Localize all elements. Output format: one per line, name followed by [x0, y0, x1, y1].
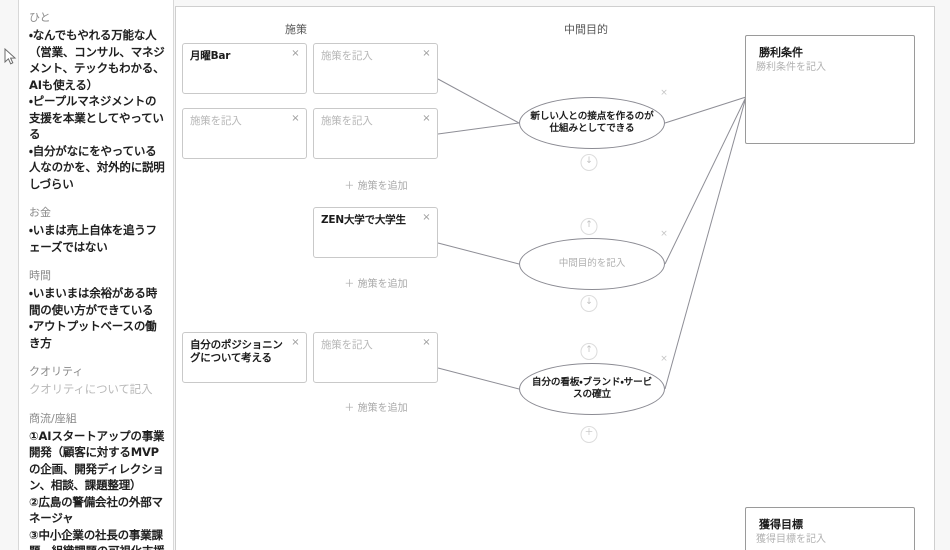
connector-edge — [664, 96, 747, 124]
sidebar-text-line: ・アウトプットベースの働き方 — [29, 319, 157, 350]
close-icon[interactable]: × — [660, 88, 668, 98]
sidebar-group-4: クオリティクオリティについて記入 — [29, 364, 165, 398]
sidebar-text-line: ②広島の警備会社の外部マネージャ — [29, 494, 163, 526]
goal-box[interactable]: 勝利条件勝利条件を記入 — [745, 35, 915, 144]
connector-edge — [664, 96, 747, 265]
measure-card[interactable]: 施策を記入 × — [313, 43, 438, 94]
sidebar-text-line: クオリティについて記入 — [29, 382, 153, 396]
sidebar-text-line: ・いまは売上自体を追うフェーズではない — [29, 223, 157, 254]
arrow-down-icon[interactable]: ↓ — [580, 295, 598, 312]
measure-card-text: 施策を記入 — [321, 339, 373, 351]
sidebar-group-body[interactable]: ・なんでもやれる万能な人（営業、コンサル、マネジメント、テックもわかる、AIも使… — [29, 27, 165, 192]
connector-edge — [437, 78, 520, 124]
close-icon[interactable]: × — [660, 354, 668, 364]
sidebar-group-heading: 時間 — [29, 269, 51, 282]
connector-edge — [437, 122, 520, 135]
measure-card-text: 施策を記入 — [321, 115, 373, 127]
add-measure-link[interactable]: ＋ 施策を追加 — [344, 181, 408, 192]
sidebar-panel[interactable]: ひと・なんでもやれる万能な人（営業、コンサル、マネジメント、テックもわかる、AI… — [18, 0, 174, 550]
measure-card-text: 施策を記入 — [321, 50, 373, 62]
measure-card[interactable]: 施策を記入 × — [313, 108, 438, 159]
close-icon[interactable]: × — [422, 337, 431, 348]
sidebar-group-body[interactable]: ①AIスタートアップの事業開発（顧客に対するMVPの企画、開発ディレクション、相… — [29, 428, 165, 550]
sidebar-group-heading: クオリティ — [29, 365, 84, 378]
goal-box-title: 勝利条件 — [759, 46, 803, 59]
close-icon[interactable]: × — [291, 48, 300, 59]
add-measure-link[interactable]: ＋ 施策を追加 — [344, 279, 408, 290]
sidebar-group-heading: ひと — [29, 11, 51, 24]
sidebar-group-2: お金・いまは売上自体を追うフェーズではない — [29, 205, 165, 255]
sidebar-text-line: ③中小企業の社長の事業課題、組織課題の可視化支援 — [29, 527, 165, 550]
measure-card[interactable]: 月曜Bar × — [182, 43, 307, 94]
goal-box-placeholder: 獲得目標を記入 — [756, 534, 826, 545]
close-icon[interactable]: × — [291, 337, 300, 348]
arrow-down-icon[interactable]: ↓ — [580, 154, 598, 171]
sidebar-text-line: ①AIスタートアップの事業開発（顧客に対するMVPの企画、開発ディレクション、相… — [29, 428, 165, 493]
goal-box-placeholder: 勝利条件を記入 — [756, 62, 826, 73]
close-icon[interactable]: × — [422, 113, 431, 124]
intermediate-goal-node[interactable]: 新しい人との接点を作るのが仕組みとしてできる × — [519, 88, 668, 149]
sidebar-text-line: ・自分がなにをやっている人なのかを、対外的に説明しづらい — [29, 143, 165, 191]
sidebar-group-1: ひと・なんでもやれる万能な人（営業、コンサル、マネジメント、テックもわかる、AI… — [29, 10, 165, 192]
add-measure-link[interactable]: ＋ 施策を追加 — [344, 403, 408, 414]
intermediate-goal-text: 新しい人との接点を作るのが仕組みとしてできる — [530, 110, 654, 135]
intermediate-goal-text: 自分の看板・ブランド・サービスの確立 — [531, 376, 653, 401]
measure-card-text: 施策を記入 — [190, 115, 242, 127]
column-title-intermediate: 中間目的 — [564, 23, 608, 36]
measure-card[interactable]: 施策を記入 × — [182, 108, 307, 159]
sidebar-group-body[interactable]: ・いまいまは余裕がある時間の使い方ができている・アウトプットベースの働き方 — [29, 285, 165, 351]
close-icon[interactable]: × — [660, 229, 668, 239]
intermediate-goal-node[interactable]: 中間目的を記入 × — [519, 229, 668, 290]
column-title-measures: 施策 — [285, 23, 307, 36]
mouse-cursor — [4, 48, 17, 65]
measure-card-text: 月曜Bar — [190, 50, 231, 62]
goal-box[interactable]: 獲得目標獲得目標を記入 — [745, 507, 915, 550]
arrow-up-icon[interactable]: ↑ — [580, 343, 598, 360]
connector-edge — [437, 367, 520, 390]
measure-card[interactable]: 施策を記入 × — [313, 332, 438, 383]
plus-icon[interactable]: ＋ — [580, 426, 598, 443]
measure-card[interactable]: 自分のポジショニングについて考える × — [182, 332, 307, 383]
close-icon[interactable]: × — [291, 113, 300, 124]
close-icon[interactable]: × — [422, 48, 431, 59]
sidebar-group-heading: 商流/座組 — [29, 411, 77, 425]
measure-card-text: ZEN大学で大学生 — [321, 214, 406, 226]
diagram-canvas[interactable]: 施策 中間目的月曜Bar × 施策を記入 × 施策を記入 × 施策を記入 × ZEN大学で大学生 ×… — [175, 6, 935, 550]
intermediate-goal-node[interactable]: 自分の看板・ブランド・サービスの確立 × — [519, 354, 668, 415]
goal-box-title: 獲得目標 — [759, 518, 803, 531]
close-icon[interactable]: × — [422, 212, 431, 223]
arrow-up-icon[interactable]: ↑ — [580, 218, 598, 235]
sidebar-group-3: 時間・いまいまは余裕がある時間の使い方ができている・アウトプットベースの働き方 — [29, 268, 165, 351]
intermediate-goal-text: 中間目的を記入 — [558, 257, 626, 269]
connector-edge — [664, 96, 747, 390]
sidebar-group-heading: お金 — [29, 206, 51, 219]
measure-card[interactable]: ZEN大学で大学生 × — [313, 207, 438, 258]
sidebar-group-5: 商流/座組 ①AIスタートアップの事業開発（顧客に対するMVPの企画、開発ディレク… — [29, 411, 165, 550]
sidebar-text-line: ・いまいまは余裕がある時間の使い方ができている — [29, 286, 158, 317]
measure-card-text: 自分のポジショニングについて考える — [190, 339, 283, 364]
connector-edge — [437, 242, 520, 265]
sidebar-group-body[interactable]: ・いまは売上自体を追うフェーズではない — [29, 222, 165, 255]
sidebar-text-line: ・ピープルマネジメントの支援を本業としてやっている — [29, 94, 164, 141]
sidebar-group-body[interactable]: クオリティについて記入 — [29, 381, 165, 398]
sidebar-text-line: ・なんでもやれる万能な人（営業、コンサル、マネジメント、テックもわかる、AIも使… — [29, 28, 165, 92]
